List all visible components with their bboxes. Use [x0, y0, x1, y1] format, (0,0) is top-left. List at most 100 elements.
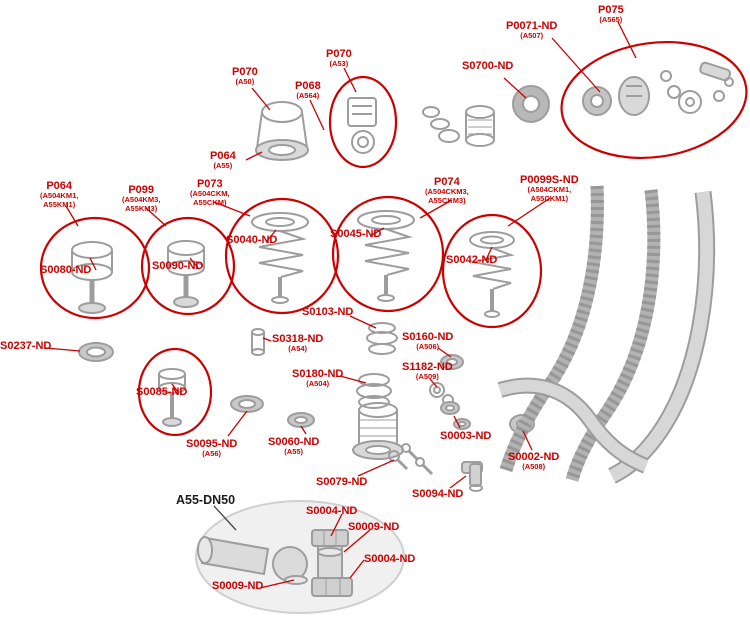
- nut-bottom: [311, 577, 353, 597]
- part-number: P064: [210, 150, 236, 162]
- overflow-cup-part-2: [167, 240, 205, 308]
- siphon-assembly: [195, 500, 405, 614]
- label-a55-dn50: A55-DN50: [176, 493, 236, 507]
- part-number: P0071-ND: [506, 20, 558, 32]
- part-models: A55CKM3): [428, 195, 466, 205]
- plug-part: [158, 368, 186, 427]
- part-number: S0095-ND: [186, 438, 238, 450]
- label-p099: P099 (A504KM3, A55KM3): [122, 184, 160, 213]
- gasket-top: [317, 547, 343, 557]
- group-circle-4: [331, 195, 445, 313]
- label-s1182-nd: S1182-ND (A509): [402, 361, 453, 382]
- ring-s0095-part: [230, 395, 264, 413]
- part-models: (A55): [284, 447, 304, 457]
- label-s0080-nd: S0080-ND: [40, 264, 92, 276]
- ring-stack-s0103-part: [366, 322, 398, 355]
- part-models: A55KM3): [125, 203, 158, 213]
- label-s0160-nd: S0160-ND (A506): [402, 331, 453, 352]
- part-models: (A50): [235, 77, 255, 87]
- label-s0060-nd: S0060-ND (A55): [268, 436, 319, 457]
- part-number: S0002-ND: [508, 451, 560, 463]
- part-number: P064: [46, 180, 73, 192]
- label-p0071-nd: P0071-ND (A507): [506, 20, 557, 41]
- ring-stack-s0180-part: [356, 373, 392, 409]
- part-models: (A504CKM1,: [527, 185, 572, 195]
- label-s0009-nd-1: S0009-ND: [348, 521, 400, 533]
- part-number: S0060-ND: [268, 436, 320, 448]
- label-s0095-nd: S0095-ND (A56): [186, 438, 237, 459]
- part-models: A55CKM1): [530, 193, 569, 203]
- part-number: P073: [196, 178, 223, 190]
- part-models: (A56): [202, 449, 222, 459]
- label-s0004-nd-1: S0004-ND: [306, 505, 358, 517]
- label-s0079-nd: S0079-ND: [316, 476, 368, 488]
- ring-s0060-part: [287, 412, 315, 428]
- label-s0002-nd: S0002-ND (A508): [508, 451, 559, 472]
- label-s0094-nd: S0094-ND: [412, 488, 464, 500]
- part-models: (A508): [522, 462, 546, 472]
- part-models: (A504CKM3,: [425, 187, 469, 197]
- red-group-circles: [39, 40, 748, 437]
- label-p074: P074 (A504CKM3, A55CKM3): [425, 176, 469, 205]
- part-models: (A509): [415, 372, 439, 382]
- part-models: (A504KM1,: [40, 191, 79, 201]
- part-models: (A504CKM,: [190, 189, 230, 199]
- group-circle-3: [224, 197, 340, 315]
- part-models: (A564): [296, 91, 320, 101]
- group-circle-7: [328, 75, 398, 169]
- group-circle-5: [441, 213, 543, 329]
- label-s0180-nd: S0180-ND (A504): [292, 368, 343, 389]
- rings-s0003-part: [440, 401, 471, 430]
- part-models: (A55): [213, 161, 233, 171]
- part-number: P068: [295, 80, 321, 92]
- group-circle-2: [140, 216, 236, 316]
- label-s0045-nd: S0045-ND: [330, 228, 382, 240]
- part-number: S1182-ND: [402, 361, 453, 373]
- spring-assembly-2: [357, 210, 415, 302]
- label-p0099s-nd: P0099S-ND (A504CKM1, A55CKM1): [520, 174, 579, 203]
- part-models: A55CKM): [193, 197, 227, 207]
- gasket-bottom: [284, 575, 308, 585]
- overflow-cover-part: [255, 101, 309, 161]
- overflow-cup-part-1: [71, 241, 113, 314]
- part-number: P075: [598, 4, 624, 16]
- part-number: P070: [326, 48, 352, 60]
- washer-s0237-part: [78, 342, 114, 362]
- label-s0040-nd: S0040-ND: [226, 234, 278, 246]
- label-s0318-nd: S0318-ND (A54): [272, 333, 323, 354]
- spring-assembly-1: [251, 212, 309, 304]
- screw-s0079-part: [388, 450, 409, 471]
- part-models: A55KM1): [43, 199, 76, 209]
- part-number: S0318-ND: [272, 333, 324, 345]
- group-circle-6: [137, 347, 213, 437]
- label-p070-a: P070 (A50): [232, 66, 258, 87]
- label-s0042-nd: S0042-ND: [446, 254, 498, 266]
- label-s0090-nd: S0090-ND: [152, 260, 204, 272]
- part-models: (A507): [520, 31, 544, 41]
- nut-top: [311, 529, 349, 547]
- pin-s0318-part: [251, 328, 265, 356]
- control-head-parts: [582, 61, 734, 116]
- leader-lines: [45, 21, 637, 589]
- part-number: S0180-ND: [292, 368, 344, 380]
- part-models: (A506): [416, 342, 440, 352]
- grooved-cylinder-part: [465, 105, 495, 147]
- part-number: P070: [232, 66, 258, 78]
- spring-assembly-3: [469, 231, 515, 318]
- black-leader-line: [213, 505, 237, 531]
- part-number: P099: [128, 184, 155, 196]
- overflow-bracket-part: [347, 97, 377, 154]
- part-number: P0099S-ND: [520, 174, 579, 186]
- label-p073: P073 (A504CKM, A55CKM): [190, 178, 230, 207]
- label-s0003-nd: S0003-ND: [440, 430, 492, 442]
- ring-s0160-part: [440, 354, 464, 370]
- label-p064: P064 (A504KM1, A55KM1): [40, 180, 78, 209]
- label-s0237-nd: S0237-ND: [0, 340, 52, 352]
- part-models: (A565): [599, 15, 623, 25]
- label-s0004-nd-2: S0004-ND: [364, 553, 416, 565]
- part-number: P074: [434, 176, 460, 188]
- group-circle-1: [39, 216, 151, 320]
- label-s0085-nd: S0085-ND: [136, 386, 188, 398]
